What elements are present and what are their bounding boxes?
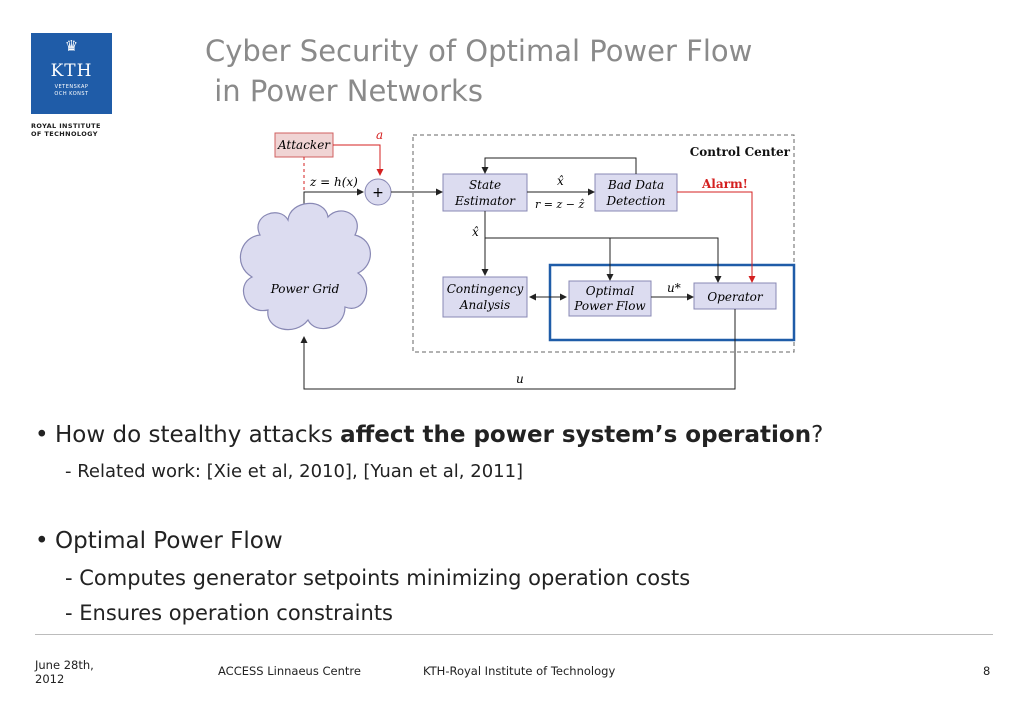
bad-data-box — [594, 173, 678, 212]
bullet-2-sub-1: - Computes generator setpoints minimizin… — [65, 566, 691, 590]
attacker-label: Attacker — [277, 138, 331, 152]
slide-title: Cyber Security of Optimal Power Flow in … — [205, 31, 752, 111]
control-center-frame — [412, 134, 795, 353]
opf-label-1: Optimal — [586, 284, 635, 298]
plus-sign: + — [372, 185, 384, 201]
logo-caption: ROYAL INSTITUTE OF TECHNOLOGY — [31, 122, 121, 138]
xhat-label-side: x̂ — [472, 225, 479, 239]
attack-arrow — [333, 144, 384, 176]
bullet-2: •Optimal Power Flow — [35, 528, 283, 554]
footer-institute: KTH-Royal Institute of Technology — [423, 664, 616, 678]
power-grid-label: Power Grid — [270, 282, 340, 296]
footer-divider — [35, 634, 993, 635]
operator-label: Operator — [707, 290, 764, 304]
bad-data-label-2: Detection — [606, 194, 666, 208]
bullet-1: •How do stealthy attacks affect the powe… — [35, 422, 823, 448]
logo-caption-2: OF TECHNOLOGY — [31, 130, 98, 138]
control-feedback-arrow — [300, 309, 736, 390]
bullet-1-end: ? — [811, 422, 824, 448]
measurement-equation: z = h(x) — [309, 175, 358, 189]
logo-motto-1: VETENSKAP — [54, 84, 89, 90]
contingency-box — [442, 276, 528, 318]
bullet-1-text: How do stealthy attacks — [55, 422, 341, 448]
bullet-dot: • — [35, 422, 49, 448]
contingency-label-1: Contingency — [447, 282, 524, 296]
opf-box — [568, 280, 652, 317]
page-number: 8 — [983, 664, 991, 678]
title-line-1: Cyber Security of Optimal Power Flow — [205, 34, 753, 68]
logo-motto-2: OCH KONST — [54, 91, 89, 97]
title-line-2: in Power Networks — [205, 74, 483, 108]
alarm-arrow — [677, 191, 756, 283]
residual-label: r = z − ẑ — [535, 198, 584, 211]
opf-highlight — [548, 263, 796, 342]
state-estimator-label-1: State — [469, 178, 501, 192]
bullet-2-text: Optimal Power Flow — [55, 528, 283, 554]
bad-data-label-1: Bad Data — [607, 178, 664, 192]
state-estimator-label-2: Estimator — [454, 194, 516, 208]
power-grid-cloud — [239, 202, 371, 331]
crown-icon: ♛ — [64, 37, 79, 55]
u-label: u — [516, 372, 524, 386]
footer-centre: ACCESS Linnaeus Centre — [218, 664, 361, 678]
logo-caption-1: ROYAL INSTITUTE — [31, 122, 101, 130]
xhat-label-top: x̂ — [557, 174, 564, 188]
footer-date-1: June 28th, — [35, 658, 94, 672]
kth-logo: ♛ KTH VETENSKAP OCH KONST — [31, 33, 112, 114]
bullet-1-sub-1: - Related work: [Xie et al, 2010], [Yuan… — [65, 461, 524, 482]
bullet-1-bold: affect the power system’s operation — [340, 422, 812, 448]
footer-date-2: 2012 — [35, 672, 65, 686]
logo-wordmark: KTH — [50, 61, 93, 81]
bullet-2-sub-2: - Ensures operation constraints — [65, 601, 393, 625]
control-center-label: Control Center — [690, 145, 791, 159]
contingency-label-2: Analysis — [459, 298, 510, 312]
bullet-dot: • — [35, 528, 49, 554]
xhat-bus — [485, 237, 722, 283]
system-diagram: Control Center Attacker a + z = h(x) Sta… — [239, 128, 796, 390]
ustar-label: u* — [667, 281, 681, 295]
feedback-loop — [481, 157, 637, 174]
attack-vector-label: a — [376, 128, 383, 142]
alarm-label: Alarm! — [701, 177, 748, 191]
opf-label-2: Power Flow — [573, 299, 646, 313]
footer-date: June 28th, 2012 — [35, 658, 94, 686]
